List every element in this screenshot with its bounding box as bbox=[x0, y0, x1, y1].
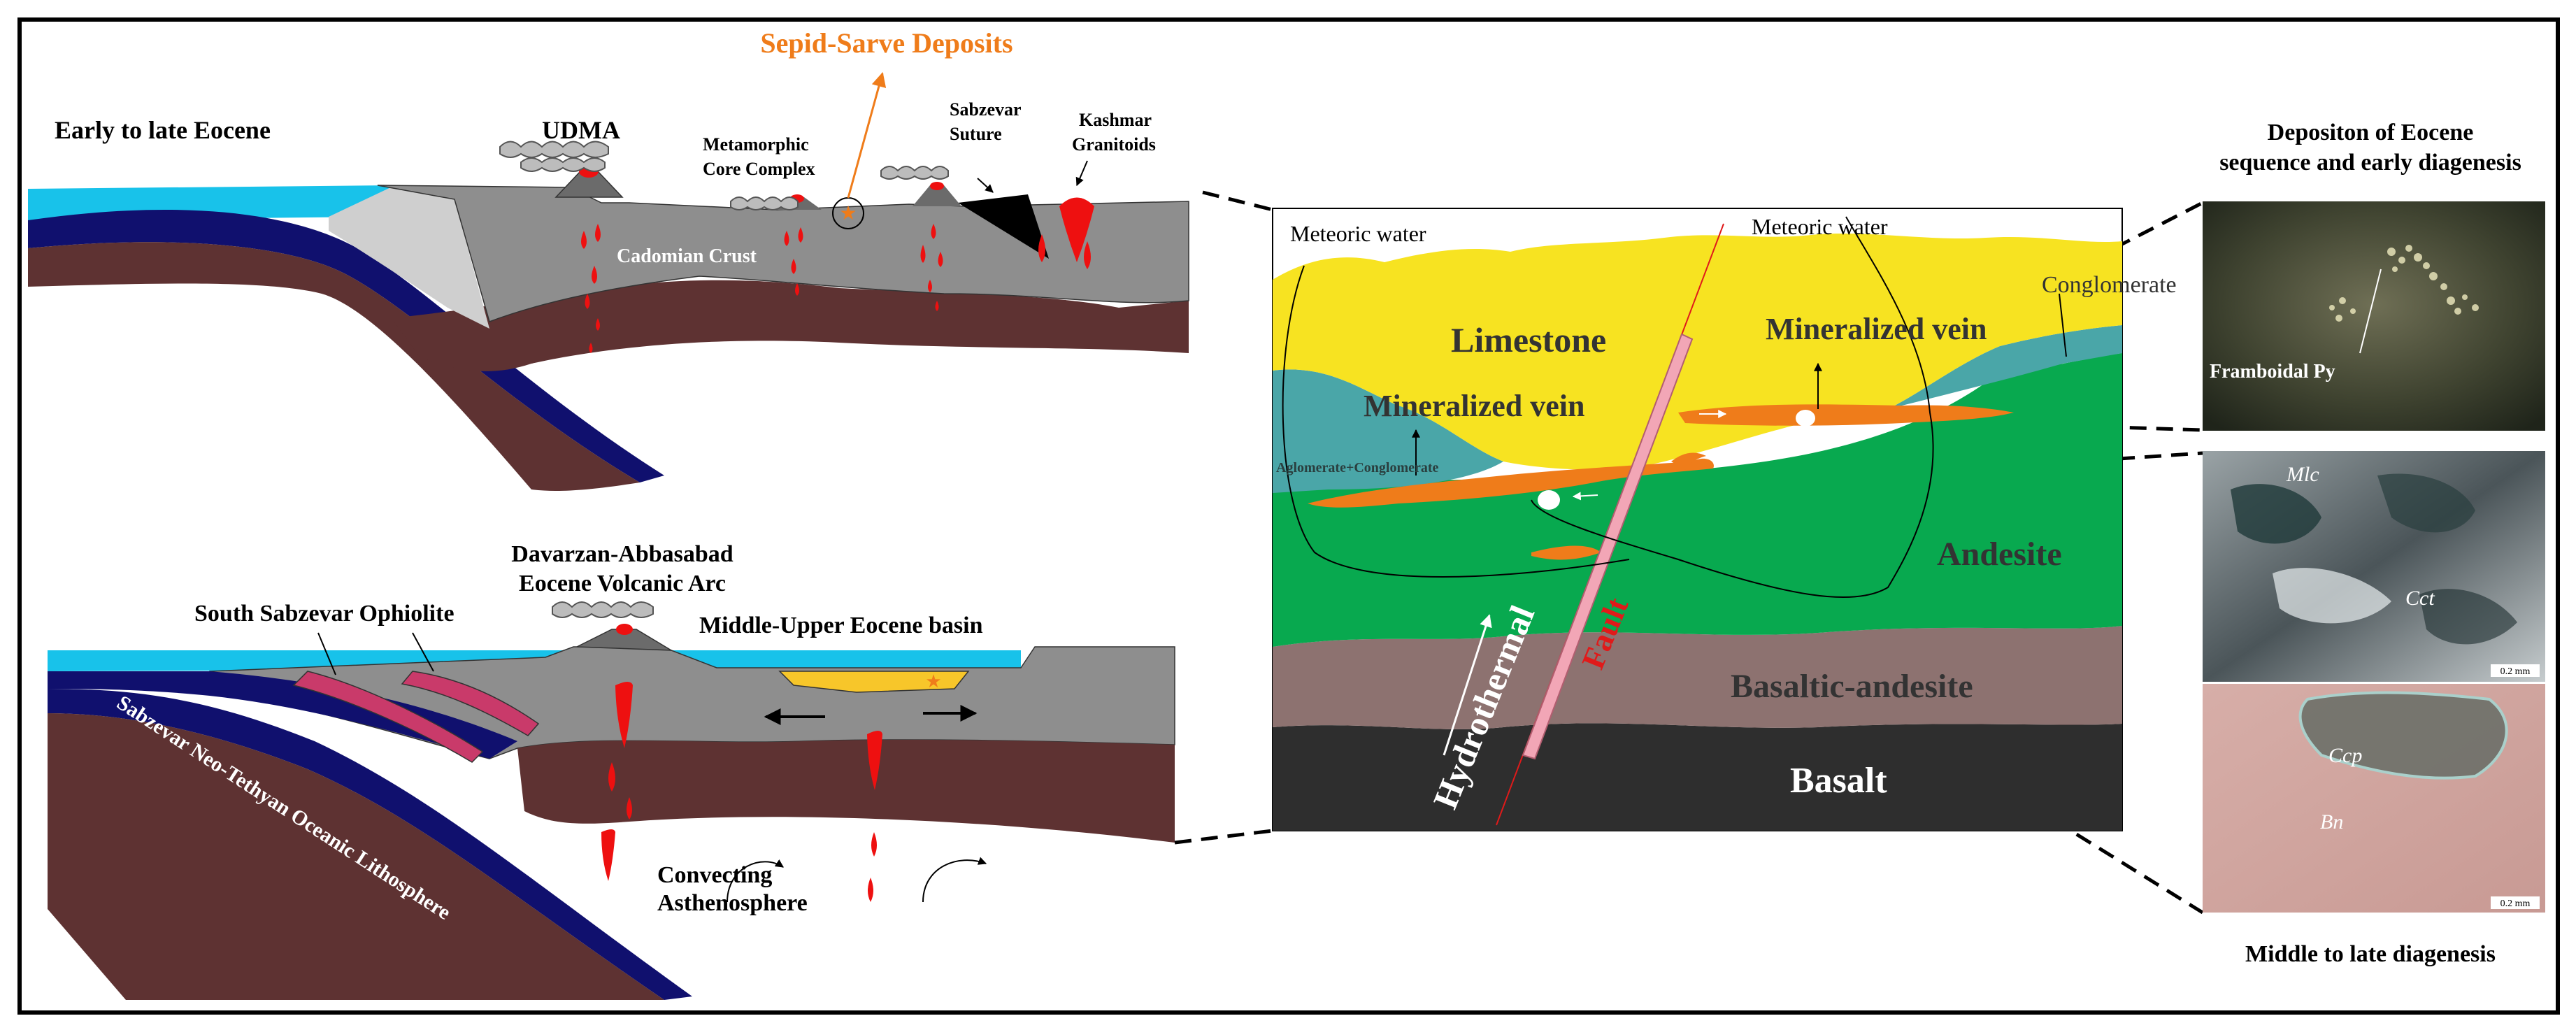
mcc-ash-cloud bbox=[730, 196, 799, 210]
deposit-star: ★ bbox=[839, 203, 857, 224]
middle-late-label: Middle to late diagenesis bbox=[2245, 941, 2496, 967]
deposit-arrow bbox=[847, 71, 887, 199]
suture-pointer bbox=[977, 178, 994, 193]
micrograph-2-texture bbox=[2231, 473, 2517, 645]
andesite-layer bbox=[1273, 353, 2122, 647]
basalt-label: Basalt bbox=[1790, 761, 1887, 801]
ophiolite-2 bbox=[401, 671, 540, 736]
suture-lava bbox=[930, 182, 944, 190]
limestone-layer bbox=[1273, 233, 2122, 470]
convection-arrow-left bbox=[727, 859, 784, 903]
ore-vein-lower bbox=[1308, 458, 1714, 508]
chalcopyrite-grain bbox=[2298, 691, 2508, 780]
davarzan-ash-cloud bbox=[552, 601, 654, 618]
ophiolite-pointer-2 bbox=[412, 632, 434, 672]
basin-star: ★ bbox=[925, 671, 941, 692]
fault-zone bbox=[1522, 333, 1694, 760]
sabzevar-suture-wedge bbox=[958, 194, 1049, 259]
south-ophiolite-label: South Sabzevar Ophiolite bbox=[194, 601, 455, 627]
aglomerate-label: Aglomerate+Conglomerate bbox=[1276, 460, 1439, 475]
kashmar-pointer bbox=[1075, 160, 1088, 187]
davarzan-label-1: Davarzan-Abbasabad bbox=[511, 541, 733, 567]
meteoric-flow-left bbox=[1282, 265, 1630, 578]
cadomian-crust-label: Cadomian Crust bbox=[617, 245, 757, 267]
cct-label: Cct bbox=[2405, 587, 2435, 610]
panel-cross-section: Meteoric water Meteoric water Limestone … bbox=[1272, 208, 2177, 831]
meteoric-right-label: Meteoric water bbox=[1752, 214, 1888, 239]
conglomerate-right-layer bbox=[1888, 325, 2122, 409]
conglomerate-pointer bbox=[2059, 293, 2067, 357]
mantle-top bbox=[28, 242, 640, 491]
basaltic-andesite-label: Basaltic-andesite bbox=[1731, 668, 1973, 705]
convection-arrow-right bbox=[922, 857, 987, 903]
udma-ash-cloud bbox=[499, 141, 609, 172]
scale-bar-1-label: 0.2 mm bbox=[2500, 666, 2531, 677]
meteoric-left-label: Meteoric water bbox=[1290, 221, 1426, 246]
suture-ash-cloud bbox=[880, 166, 949, 180]
davarzan-lava bbox=[616, 624, 633, 635]
early-late-eocene-label: Early to late Eocene bbox=[55, 116, 271, 144]
sabzevar-suture-label-1: Sabzevar bbox=[950, 99, 1022, 120]
kashmar-label-1: Kashmar bbox=[1079, 110, 1152, 130]
aglomerate-layer bbox=[1273, 369, 1503, 493]
convecting-label-1: Convecting bbox=[657, 862, 772, 888]
basalt-layer bbox=[1273, 723, 2122, 831]
mantle-bottom-right bbox=[517, 739, 1175, 843]
andesite-label: Andesite bbox=[1937, 536, 2062, 573]
flow-arrow-lower bbox=[1572, 492, 1598, 501]
vein-right-label: Mineralized vein bbox=[1766, 312, 1987, 346]
scale-bar-2-label: 0.2 mm bbox=[2500, 899, 2531, 909]
framboid-grains bbox=[2329, 245, 2479, 322]
middle-basin-label: Middle-Upper Eocene basin bbox=[699, 613, 983, 638]
sample-point-lower bbox=[1538, 490, 1560, 510]
scale-bar-2-box bbox=[2491, 896, 2540, 909]
basaltic-andesite-layer bbox=[1273, 626, 2122, 729]
deposition-label-2: sequence and early diagenesis bbox=[2219, 150, 2521, 176]
meteoric-flow-right bbox=[1531, 216, 1934, 599]
udma-label: UDMA bbox=[542, 116, 620, 144]
limestone-label: Limestone bbox=[1451, 320, 1606, 359]
ophiolite-pointer-1 bbox=[317, 632, 336, 675]
ore-vein-offshoot bbox=[1531, 545, 1601, 560]
hydrothermal-arrow bbox=[1443, 614, 1492, 756]
sample-point-upper bbox=[1796, 410, 1815, 427]
mantle-bottom bbox=[48, 713, 664, 1000]
suture-volcano bbox=[913, 185, 961, 206]
ore-vein-lower-branch bbox=[1671, 452, 1706, 470]
davarzan-volcano bbox=[576, 629, 672, 651]
micrograph-framboidal bbox=[2203, 201, 2545, 431]
davarzan-label-2: Eocene Volcanic Arc bbox=[519, 571, 726, 596]
bn-label: Bn bbox=[2320, 810, 2343, 834]
eocene-basin-fill bbox=[778, 671, 970, 693]
ophiolite-1 bbox=[292, 671, 484, 763]
metamorphic-label-2: Core Complex bbox=[703, 159, 815, 179]
kashmar-granitoids bbox=[1038, 197, 1094, 269]
magma-drops-bottom bbox=[601, 682, 882, 902]
mlc-label: Mlc bbox=[2286, 463, 2319, 486]
framboidal-pointer bbox=[2359, 269, 2382, 354]
panel-middle-upper-eocene: ★ Davarzan-Abbasabad Eocene Volcanic Arc… bbox=[48, 541, 1175, 1000]
vein-left-label: Mineralized vein bbox=[1364, 389, 1585, 423]
deposition-label-1: Depositon of Eocene bbox=[2268, 120, 2474, 145]
panel-early-late-eocene: ★ Sepid-Sarve Deposits Early to late Eoc… bbox=[28, 27, 1189, 491]
ccp-label: Ccp bbox=[2328, 744, 2362, 767]
panel-micrographs: Depositon of Eocene sequence and early d… bbox=[2203, 120, 2545, 967]
accretionary-wedge bbox=[329, 185, 489, 329]
framboidal-label: Framboidal Py bbox=[2210, 361, 2335, 382]
conglomerate-label: Conglomerate bbox=[2042, 272, 2177, 298]
subducting-slab-top bbox=[28, 210, 664, 482]
metamorphic-label-1: Metamorphic bbox=[703, 134, 809, 155]
kashmar-label-2: Granitoids bbox=[1072, 134, 1156, 155]
scale-bar-1-box bbox=[2491, 664, 2540, 677]
slab-bottom-bend bbox=[48, 689, 692, 1000]
magma-drops-top bbox=[581, 224, 943, 353]
sabzevar-suture-label-2: Suture bbox=[950, 124, 1002, 144]
convecting-label-2: Asthenosphere bbox=[657, 890, 808, 916]
sepid-sarve-label: Sepid-Sarve Deposits bbox=[760, 27, 1012, 59]
